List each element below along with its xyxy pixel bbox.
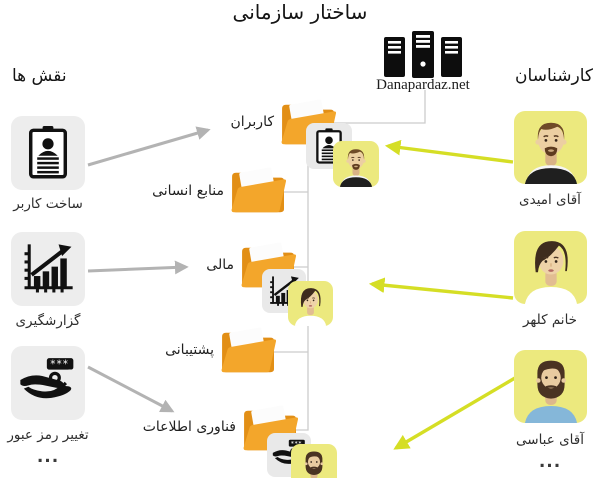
folder-hr-label: منابع انسانی: [152, 183, 224, 199]
folder-users-label: کاربران: [230, 114, 274, 130]
folder-finance-label: مالی: [206, 257, 234, 273]
role-card-reporting: [11, 232, 85, 306]
server-label: Danapardaz.net: [376, 77, 470, 93]
expert-arrows: [368, 139, 516, 450]
folder-support-label: پشتیبانی: [165, 342, 214, 358]
experts-header: کارشناسان: [515, 66, 593, 86]
role-card-create-user: [11, 116, 85, 190]
experts-more-ellipsis: ...: [538, 452, 562, 472]
user-card-icon: [24, 126, 72, 180]
folder-support-icon: [218, 327, 280, 377]
expert-card-kalhor: [514, 231, 587, 304]
role-change-password-label: تغییر رمز عبور: [7, 427, 89, 443]
man-beard-avatar: [517, 355, 585, 423]
expert-card-abbasi: [514, 350, 587, 423]
roles-header: نقش ها: [12, 66, 67, 86]
report-chart-icon: [21, 242, 75, 296]
expert-kalhor-label: خانم کلهر: [522, 312, 578, 328]
role-arrows: [87, 126, 211, 413]
folder-hr-icon: [228, 167, 290, 217]
role-card-change-password: [11, 346, 85, 420]
expert-omidi-label: آقای امیدی: [519, 192, 581, 208]
expert-abbasi-label: آقای عباسی: [516, 432, 584, 448]
folder-it-label: فناوری اطلاعات: [142, 419, 236, 435]
badge-man-beard-avatar: [291, 444, 337, 478]
man-goatee-avatar: [517, 116, 585, 184]
server-rack-icon: [381, 29, 465, 79]
password-key-icon: [19, 357, 77, 410]
badge-man-goatee-avatar: [333, 141, 379, 187]
role-reporting-label: گزارشگیری: [15, 313, 81, 329]
badge-woman-avatar: [288, 281, 333, 326]
expert-card-omidi: [514, 111, 587, 184]
woman-avatar: [517, 236, 585, 304]
page-title: ساختار سازمانی: [232, 0, 368, 24]
roles-more-ellipsis: ...: [36, 447, 60, 467]
role-create-user-label: ساخت کاربر: [13, 196, 83, 212]
